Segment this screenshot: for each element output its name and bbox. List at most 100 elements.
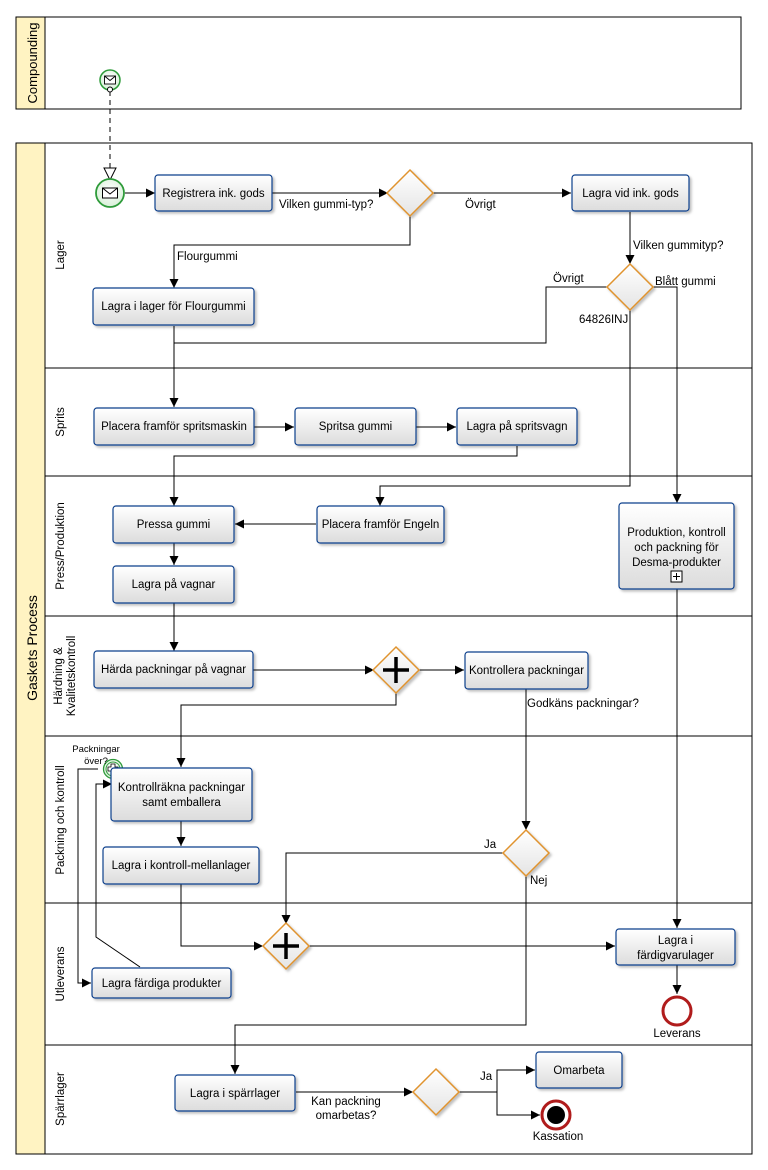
parallel-gateway-utleverans[interactable] — [261, 921, 311, 971]
task-label: Placera framför spritsmaskin — [101, 421, 247, 433]
task-lagra-kontroll-mellanlager[interactable]: Lagra i kontroll-mellanlager — [102, 846, 260, 885]
start-message-event[interactable] — [95, 178, 125, 208]
task-label: Lagra på spritsvagn — [466, 421, 567, 433]
flow-gw3-kontrollrakna — [176, 693, 397, 767]
task-kontrollrakna-packningar[interactable]: Kontrollräkna packningar samt emballera — [110, 767, 253, 822]
task-pressa-gummi[interactable]: Pressa gummi — [112, 505, 235, 544]
pool-gaskets: Gaskets Process — [15, 142, 753, 1155]
subprocess-label-line-2: och packning för — [634, 542, 719, 554]
task-label: Lagra vid ink. gods — [582, 188, 679, 200]
task-label: Lagra i spärrlager — [190, 1088, 280, 1100]
task-lagra-fardiga-produkter[interactable]: Lagra färdiga produkter — [91, 967, 232, 999]
flow-gw1-flour — [169, 216, 411, 288]
task-label: Placera framför Engeln — [322, 519, 440, 531]
lane-packning-label: Packning och kontroll — [55, 765, 67, 874]
gateway-vilken-gummi-typ[interactable] — [385, 168, 435, 218]
task-omarbeta[interactable]: Omarbeta — [535, 1051, 623, 1089]
task-kontrollera-packningar[interactable]: Kontrollera packningar — [464, 651, 589, 690]
label-blatt-gummi: Blått gummi — [655, 276, 716, 288]
label-ja-2: Ja — [480, 1071, 493, 1083]
task-label: Lagra i lager för Flourgummi — [101, 301, 245, 313]
task-label: Registrera ink. gods — [162, 188, 265, 200]
task-label-line-1: Lagra i — [658, 935, 693, 947]
label-vilken-gummi-typ: Vilken gummi-typ? — [279, 199, 373, 211]
plus-icon — [273, 933, 299, 959]
task-label-line-2: samt emballera — [142, 797, 221, 809]
subprocess-label-line-1: Produktion, kontroll — [627, 527, 725, 539]
task-spritsa-gummi[interactable]: Spritsa gummi — [294, 407, 417, 446]
sequence-flows — [77, 91, 682, 1120]
pool-gaskets-label: Gaskets Process — [24, 595, 40, 701]
flow-gw2-desma — [653, 286, 682, 503]
task-label: Pressa gummi — [137, 519, 211, 531]
subprocess-label-line-3: Desma-produkter — [632, 557, 721, 569]
label-kan-packning-1: Kan packning — [311, 1096, 381, 1108]
lane-sparrlager-label: Spärrlager — [55, 1072, 67, 1126]
lane-hardning-label-1: Härdning & — [53, 647, 65, 705]
plus-box-icon[interactable] — [670, 570, 683, 583]
label-nej: Nej — [530, 875, 547, 887]
subprocess-produktion-desma[interactable]: Produktion, kontroll och packning för De… — [618, 502, 735, 590]
label-ja-1: Ja — [484, 839, 497, 851]
envelope-icon — [104, 75, 116, 85]
task-label-line-2: färdigvarulager — [637, 950, 714, 962]
pool-compounding-label: Compounding — [25, 23, 40, 104]
flow-gw6-kassation — [496, 1092, 540, 1120]
task-label: Lagra på vagnar — [132, 579, 216, 591]
gateway-kan-packning-omarbetas[interactable] — [411, 1067, 461, 1117]
task-placera-framfor-spritsmaskin[interactable]: Placera framför spritsmaskin — [93, 407, 255, 446]
circle-icon — [661, 995, 693, 1027]
lane-utleverans-label: Utleverans — [55, 946, 67, 1001]
parallel-gateway-hardning[interactable] — [371, 645, 421, 695]
lane-lager-label: Lager — [55, 240, 67, 270]
label-code: 64826INJ — [579, 314, 628, 326]
task-lagra-i-fardigvarulager[interactable]: Lagra i färdigvarulager — [615, 928, 736, 966]
task-label: Spritsa gummi — [319, 421, 393, 433]
task-lagra-i-sparrlager[interactable]: Lagra i spärrlager — [174, 1074, 296, 1112]
envelope-icon — [102, 187, 118, 199]
flow-gw2-engeln — [375, 310, 631, 506]
task-registrera-ink-gods[interactable]: Registrera ink. gods — [154, 174, 273, 212]
task-label: Härda packningar på vagnar — [101, 664, 246, 676]
task-harda-packningar[interactable]: Härda packningar på vagnar — [93, 650, 254, 689]
flow-fardiga-kontrollrakna — [95, 779, 141, 968]
task-lagra-i-lager-flourgummi[interactable]: Lagra i lager för Flourgummi — [92, 287, 255, 326]
label-ovrigt-1: Övrigt — [465, 199, 496, 211]
pool-compounding: Compounding — [15, 16, 742, 110]
task-label: Omarbeta — [553, 1065, 605, 1077]
gateway-vilken-gummityp[interactable] — [605, 262, 655, 312]
label-packningar-over-1: Packningar — [72, 744, 120, 755]
lane-sprits-label: Sprits — [55, 407, 67, 437]
task-placera-framfor-engeln[interactable]: Placera framför Engeln — [316, 505, 445, 544]
task-lagra-pa-spritsvagn[interactable]: Lagra på spritsvagn — [456, 407, 578, 446]
end-event-leverans[interactable] — [661, 995, 693, 1027]
flow-mellan-gw5 — [180, 884, 263, 951]
task-label: Lagra i kontroll-mellanlager — [112, 860, 251, 872]
compounding-message-event[interactable] — [99, 69, 121, 93]
plus-icon — [383, 657, 409, 683]
lane-hardning-label-2: Kvalitetskontroll — [66, 636, 78, 717]
gateway-godkans-packningar[interactable] — [501, 828, 551, 878]
lane-press-label: Press/Produktion — [55, 502, 67, 590]
task-lagra-pa-vagnar[interactable]: Lagra på vagnar — [112, 565, 235, 604]
flow-gw6-omarbeta — [459, 1065, 535, 1093]
label-ovrigt-2: Övrigt — [553, 273, 584, 285]
filled-circle-icon — [547, 1106, 565, 1124]
task-label: Kontrollera packningar — [469, 665, 584, 677]
flow-gw2-ovrigt — [174, 286, 607, 344]
label-flourgummi: Flourgummi — [177, 251, 238, 263]
flow-gw4-ja — [281, 852, 503, 924]
flow-packningar-over — [77, 768, 98, 988]
flow-spritsvagn-pressa — [169, 446, 518, 506]
task-lagra-vid-ink-gods[interactable]: Lagra vid ink. gods — [571, 174, 690, 212]
terminate-end-event-kassation[interactable] — [540, 1099, 572, 1131]
label-leverans: Leverans — [653, 1028, 701, 1040]
flow-gw4-nej — [230, 876, 527, 1074]
label-vilken-gummityp: Vilken gummityp? — [633, 240, 724, 252]
label-godkans-packningar: Godkäns packningar? — [527, 698, 639, 710]
label-kassation: Kassation — [533, 1131, 584, 1143]
task-label-line-1: Kontrollräkna packningar — [118, 782, 245, 794]
label-kan-packning-2: omarbetas? — [316, 1110, 377, 1122]
task-label: Lagra färdiga produkter — [102, 978, 222, 990]
